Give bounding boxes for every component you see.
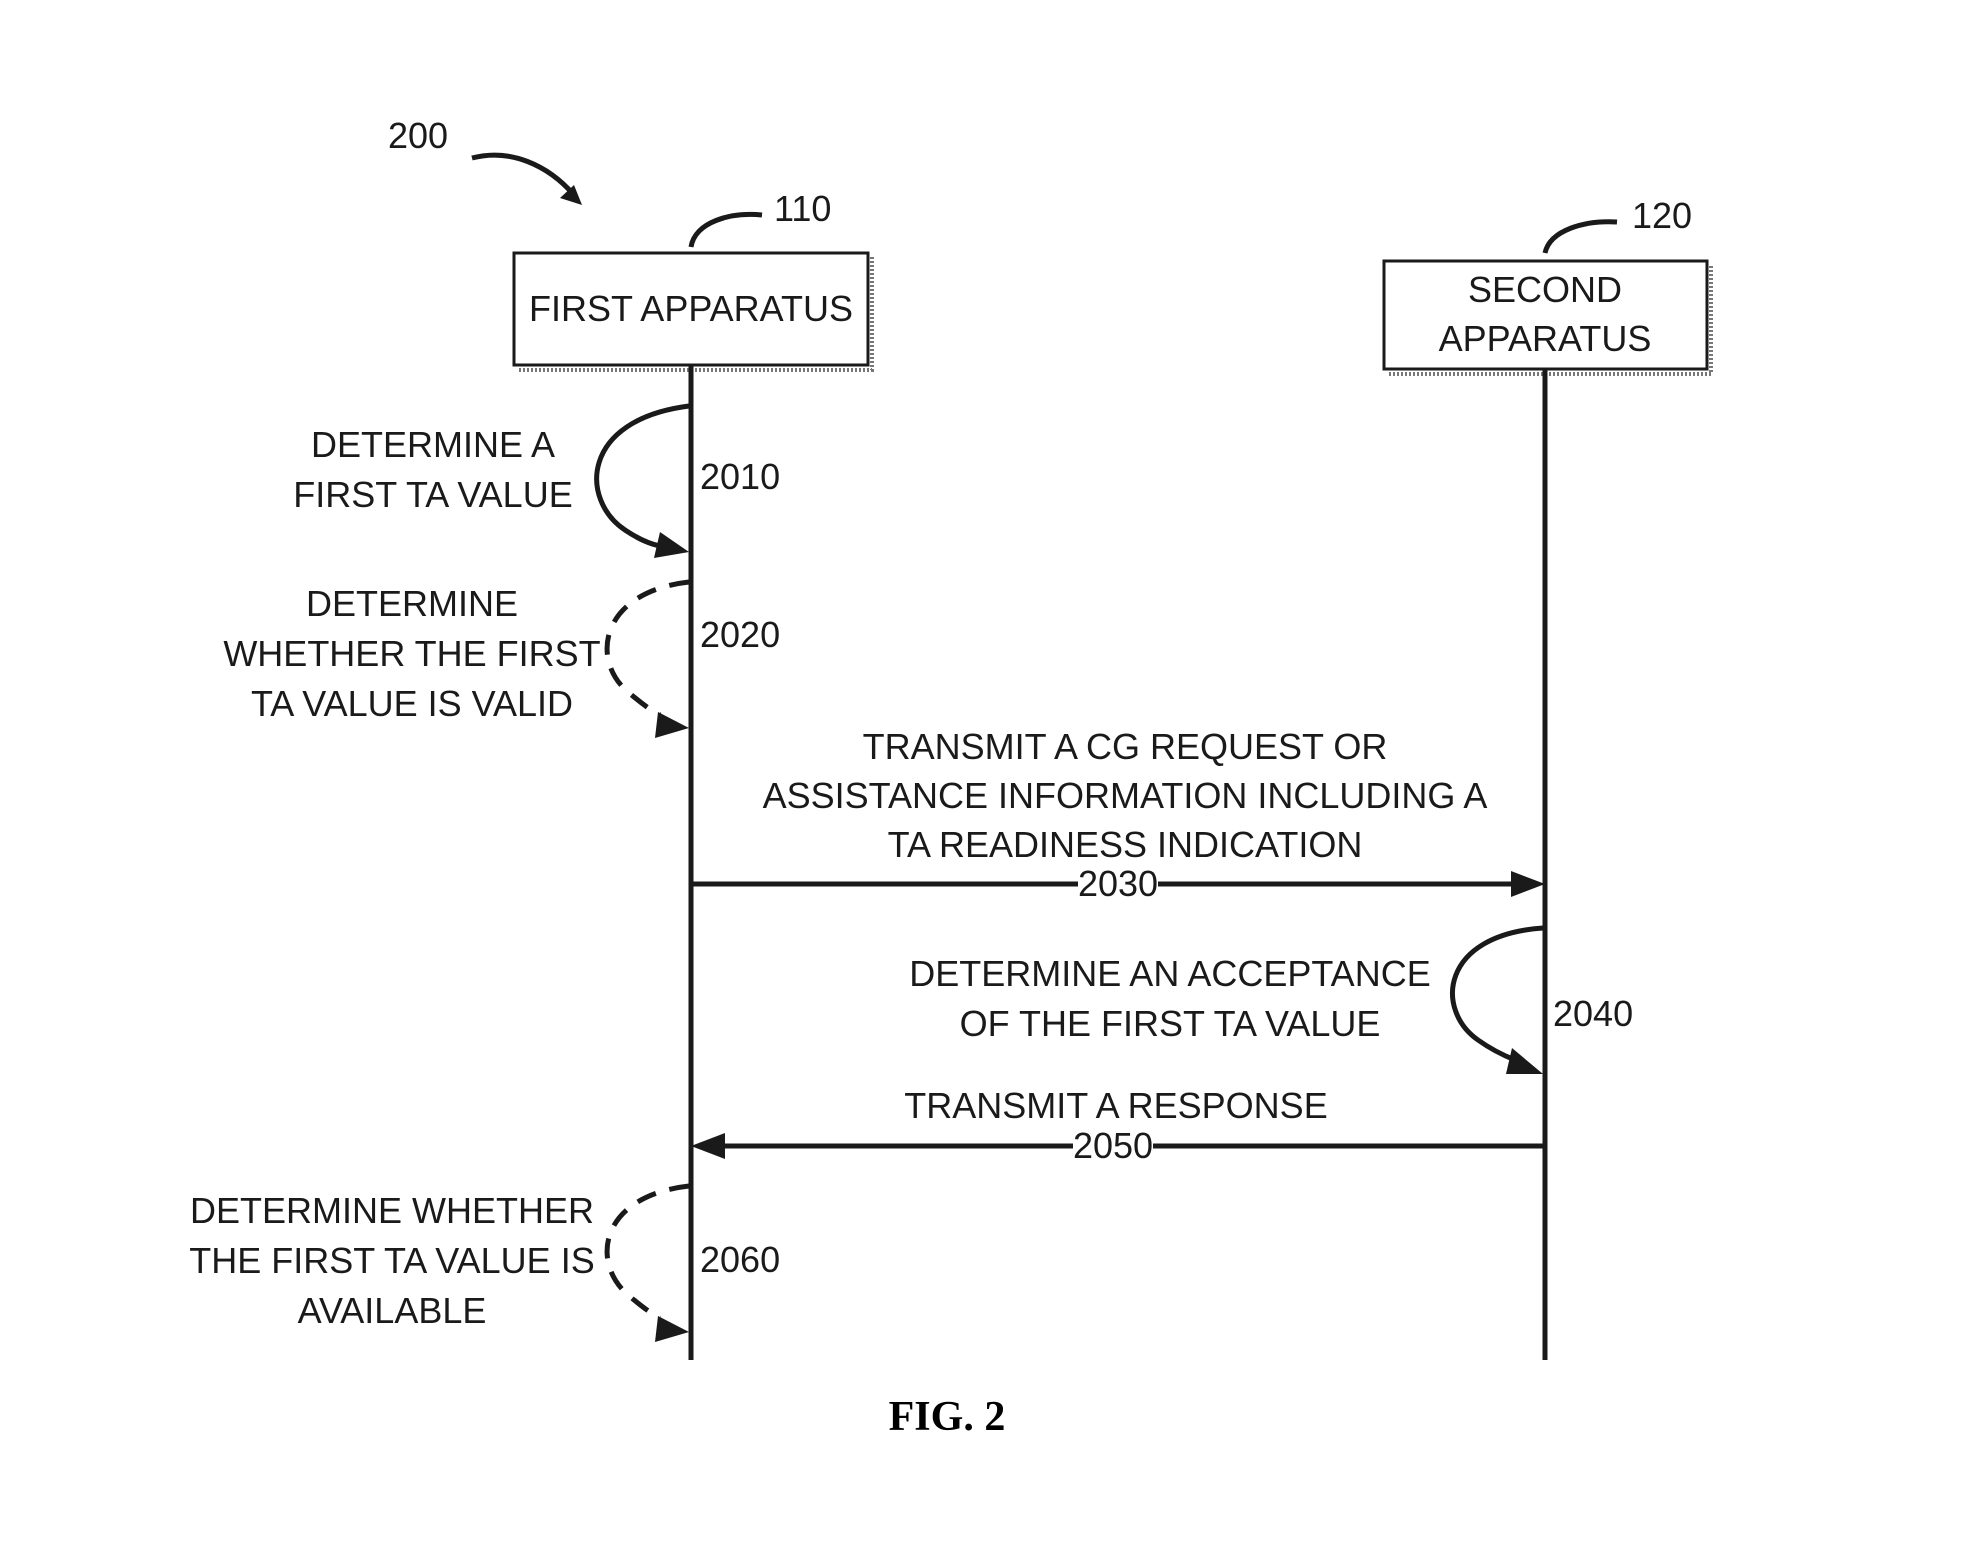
step-2050: TRANSMIT A RESPONSE 2050 [691, 1085, 1545, 1166]
step-2010: DETERMINE A FIRST TA VALUE 2010 [293, 403, 780, 558]
step-label-line-2: THE FIRST TA VALUE IS [189, 1240, 594, 1281]
message-label-line-1: TRANSMIT A RESPONSE [904, 1085, 1327, 1126]
step-label-line-1: DETERMINE A [311, 424, 555, 465]
box-shadow [519, 257, 874, 372]
step-2020: DETERMINE WHETHER THE FIRST TA VALUE IS … [223, 579, 780, 738]
step-2060: DETERMINE WHETHER THE FIRST TA VALUE IS … [189, 1183, 780, 1342]
participant-label-line-2: APPARATUS [1439, 318, 1652, 359]
message-label-line-1: TRANSMIT A CG REQUEST OR [863, 726, 1388, 767]
figure-caption: FIG. 2 [889, 1394, 1006, 1440]
participant-label: FIRST APPARATUS [529, 288, 853, 329]
participant-first-apparatus: FIRST APPARATUS 110 [512, 188, 874, 372]
self-arc-arrowhead [655, 712, 689, 738]
self-arc [1450, 925, 1544, 1063]
step-label-line-2: FIRST TA VALUE [293, 474, 572, 515]
box-shadow [1389, 266, 1713, 376]
ref-leader [1542, 219, 1618, 254]
figure-ref-arrowhead [560, 185, 582, 205]
figure-ref: 200 [388, 115, 448, 156]
self-arc [594, 403, 690, 549]
message-arrowhead [691, 1133, 725, 1159]
participant-label-line-1: SECOND [1468, 269, 1622, 310]
step-label-line-1: DETERMINE AN ACCEPTANCE [909, 953, 1430, 994]
participant-ref: 120 [1632, 195, 1692, 236]
step-ref: 2010 [700, 456, 780, 497]
step-label-line-2: WHETHER THE FIRST [223, 633, 600, 674]
self-arc-arrowhead [654, 532, 689, 558]
message-label-line-2: ASSISTANCE INFORMATION INCLUDING A [763, 775, 1488, 816]
step-label-line-3: AVAILABLE [298, 1290, 487, 1331]
self-arc-arrowhead [655, 1316, 689, 1342]
step-label-line-1: DETERMINE WHETHER [190, 1190, 594, 1231]
self-arc [604, 1183, 690, 1321]
figure-ref-arrow [471, 152, 576, 197]
message-ref: 2050 [1073, 1125, 1153, 1166]
participant-ref: 110 [774, 188, 831, 229]
step-label-line-2: OF THE FIRST TA VALUE [960, 1003, 1381, 1044]
participant-second-apparatus: SECOND APPARATUS 120 [1382, 195, 1713, 376]
self-arc [604, 579, 690, 718]
step-2040: DETERMINE AN ACCEPTANCE OF THE FIRST TA … [909, 925, 1633, 1074]
step-label-line-3: TA VALUE IS VALID [251, 683, 573, 724]
ref-leader [688, 211, 763, 248]
message-arrowhead [1511, 871, 1545, 897]
message-ref: 2030 [1078, 863, 1158, 904]
step-ref: 2020 [700, 614, 780, 655]
step-ref: 2060 [700, 1239, 780, 1280]
step-label-line-1: DETERMINE [306, 583, 518, 624]
step-ref: 2040 [1553, 993, 1633, 1034]
step-2030: TRANSMIT A CG REQUEST OR ASSISTANCE INFO… [691, 726, 1545, 904]
message-label-line-3: TA READINESS INDICATION [888, 824, 1363, 865]
self-arc-arrowhead [1506, 1048, 1543, 1074]
